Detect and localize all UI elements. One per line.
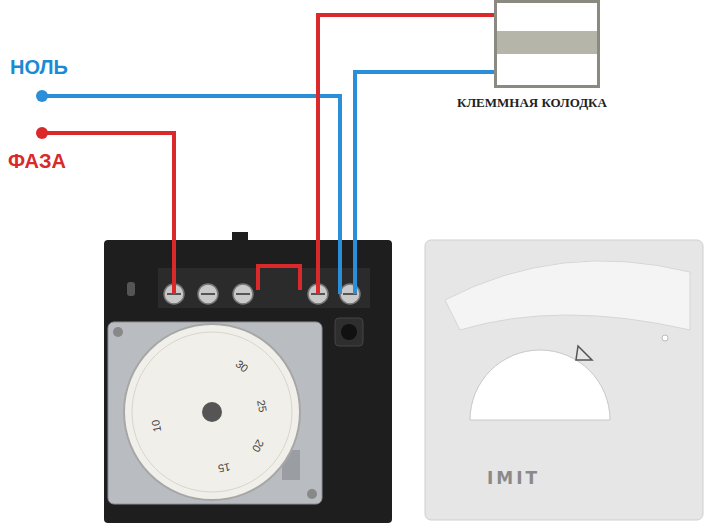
neutral-wire: [42, 96, 340, 294]
dial-number: 30: [234, 357, 251, 374]
base-tab: [232, 232, 248, 246]
dial-number: 15: [217, 461, 231, 475]
dial-number: 25: [255, 399, 269, 413]
mount-slot: [127, 282, 135, 296]
dial-ring: [132, 332, 292, 492]
thermostat-dial: [124, 324, 300, 500]
thermostat-base: [104, 240, 392, 523]
thermostat-cover: [425, 240, 703, 520]
indicator-socket: [335, 318, 363, 346]
set-mark: [576, 346, 592, 360]
jumper-wire: [258, 266, 300, 290]
terminal-screws: [164, 284, 360, 304]
indicator-lamp: [341, 324, 357, 340]
neutral-dot: [36, 90, 48, 102]
plate-screw: [307, 489, 317, 499]
terminal-block: КЛЕММНАЯ КОЛОДКА: [494, 0, 600, 88]
cover-plate: IMIT: [425, 240, 703, 520]
plate-screw: [113, 327, 123, 337]
cover-arc: [445, 261, 690, 330]
dial-number: 20: [250, 438, 267, 455]
node-text: IMIT: [487, 468, 540, 488]
node-text: КЛЕММНАЯ КОЛОДКА: [457, 95, 607, 111]
phase-dot: [36, 127, 48, 139]
metal-plate: [108, 322, 322, 504]
dial-shaft: [202, 402, 222, 422]
phase-label: ФАЗА: [8, 150, 66, 173]
screw-slots: [167, 293, 357, 295]
led-hole: [662, 335, 668, 341]
dial-number: 10: [149, 419, 163, 433]
neutral-label: НОЛЬ: [10, 56, 68, 79]
